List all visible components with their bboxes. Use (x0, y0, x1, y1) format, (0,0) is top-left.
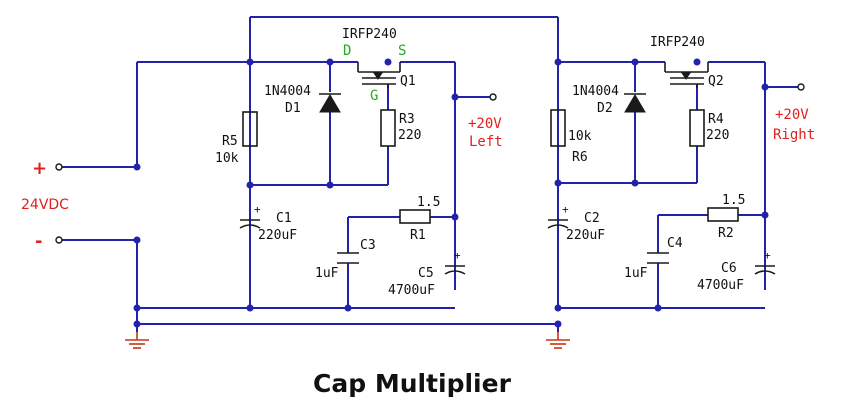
c3-capacitor (337, 252, 359, 264)
junction-dots (133, 58, 769, 328)
r4-resistor (689, 109, 705, 147)
c4-value-label: 1uF (624, 266, 648, 281)
diagram-title: Cap Multiplier (313, 369, 512, 398)
d1-part-label: 1N4004 (264, 84, 311, 99)
q1-mosfet (357, 62, 401, 88)
input-voltage-label: 24VDC (21, 197, 69, 213)
right-output-name-label: Right (773, 127, 815, 143)
svg-text:+: + (454, 249, 461, 262)
d1-diode (319, 93, 341, 113)
c1-ref-label: C1 (276, 211, 292, 226)
r3-ref-label: R3 (399, 112, 415, 127)
c3-value-label: 1uF (315, 266, 339, 281)
r2-resistor (707, 207, 739, 222)
c6-capacitor (754, 265, 776, 275)
r5-resistor (242, 111, 258, 147)
c2-value-label: 220uF (566, 228, 605, 243)
ground-icon (125, 332, 149, 349)
q1-pin-g-label: G (370, 88, 378, 104)
input-plus-terminal (55, 163, 63, 171)
r4-value-label: 220 (706, 128, 729, 143)
c2-capacitor (547, 219, 569, 240)
right-output-voltage-label: +20V (775, 107, 809, 123)
input-minus-label: - (35, 231, 42, 252)
d2-ref-label: D2 (597, 101, 613, 116)
r3-value-label: 220 (398, 128, 421, 143)
c5-value-label: 4700uF (388, 283, 435, 298)
r1-value-label: 1.5 (417, 195, 440, 210)
c1-value-label: 220uF (258, 228, 297, 243)
d2-part-label: 1N4004 (572, 84, 619, 99)
r6-resistor (550, 109, 566, 147)
terminals (55, 83, 805, 244)
d1-ref-label: D1 (285, 101, 301, 116)
r6-value-label: 10k (568, 129, 592, 144)
input-minus-terminal (55, 236, 63, 244)
c2-ref-label: C2 (584, 211, 600, 226)
q1-pin-s-label: S (398, 43, 406, 59)
q1-pin-d-label: D (343, 43, 351, 59)
r5-ref-label: R5 (222, 134, 238, 149)
right-output-terminal (797, 83, 805, 91)
r6-ref-label: R6 (572, 150, 588, 165)
left-output-terminal (489, 93, 497, 101)
d2-diode (624, 93, 646, 113)
q2-ref-label: Q2 (708, 74, 724, 89)
left-output-voltage-label: +20V (468, 116, 502, 132)
svg-text:+: + (764, 249, 771, 262)
c4-ref-label: C4 (667, 236, 683, 251)
c3-ref-label: C3 (360, 238, 376, 253)
left-output-name-label: Left (469, 134, 503, 150)
r1-ref-label: R1 (410, 228, 426, 243)
c6-ref-label: C6 (721, 261, 737, 276)
q2-part-label: IRFP240 (650, 35, 705, 50)
r5-value-label: 10k (215, 151, 239, 166)
c6-value-label: 4700uF (697, 278, 744, 293)
q2-mosfet (664, 62, 709, 88)
svg-text:+: + (562, 203, 569, 216)
c5-capacitor (444, 265, 466, 275)
input-plus-label: + (32, 158, 47, 179)
c5-ref-label: C5 (418, 266, 434, 281)
c4-capacitor (647, 252, 669, 264)
q1-part-label: IRFP240 (342, 27, 397, 42)
r2-value-label: 1.5 (722, 193, 745, 208)
q1-ref-label: Q1 (400, 74, 416, 89)
c1-capacitor (239, 219, 261, 240)
ground-icon (546, 332, 570, 349)
polarity-marks: + + + + (254, 203, 771, 262)
r1-resistor (399, 209, 431, 224)
r4-ref-label: R4 (708, 112, 724, 127)
r2-ref-label: R2 (718, 226, 734, 241)
svg-text:+: + (254, 203, 261, 216)
r3-resistor (380, 109, 396, 147)
